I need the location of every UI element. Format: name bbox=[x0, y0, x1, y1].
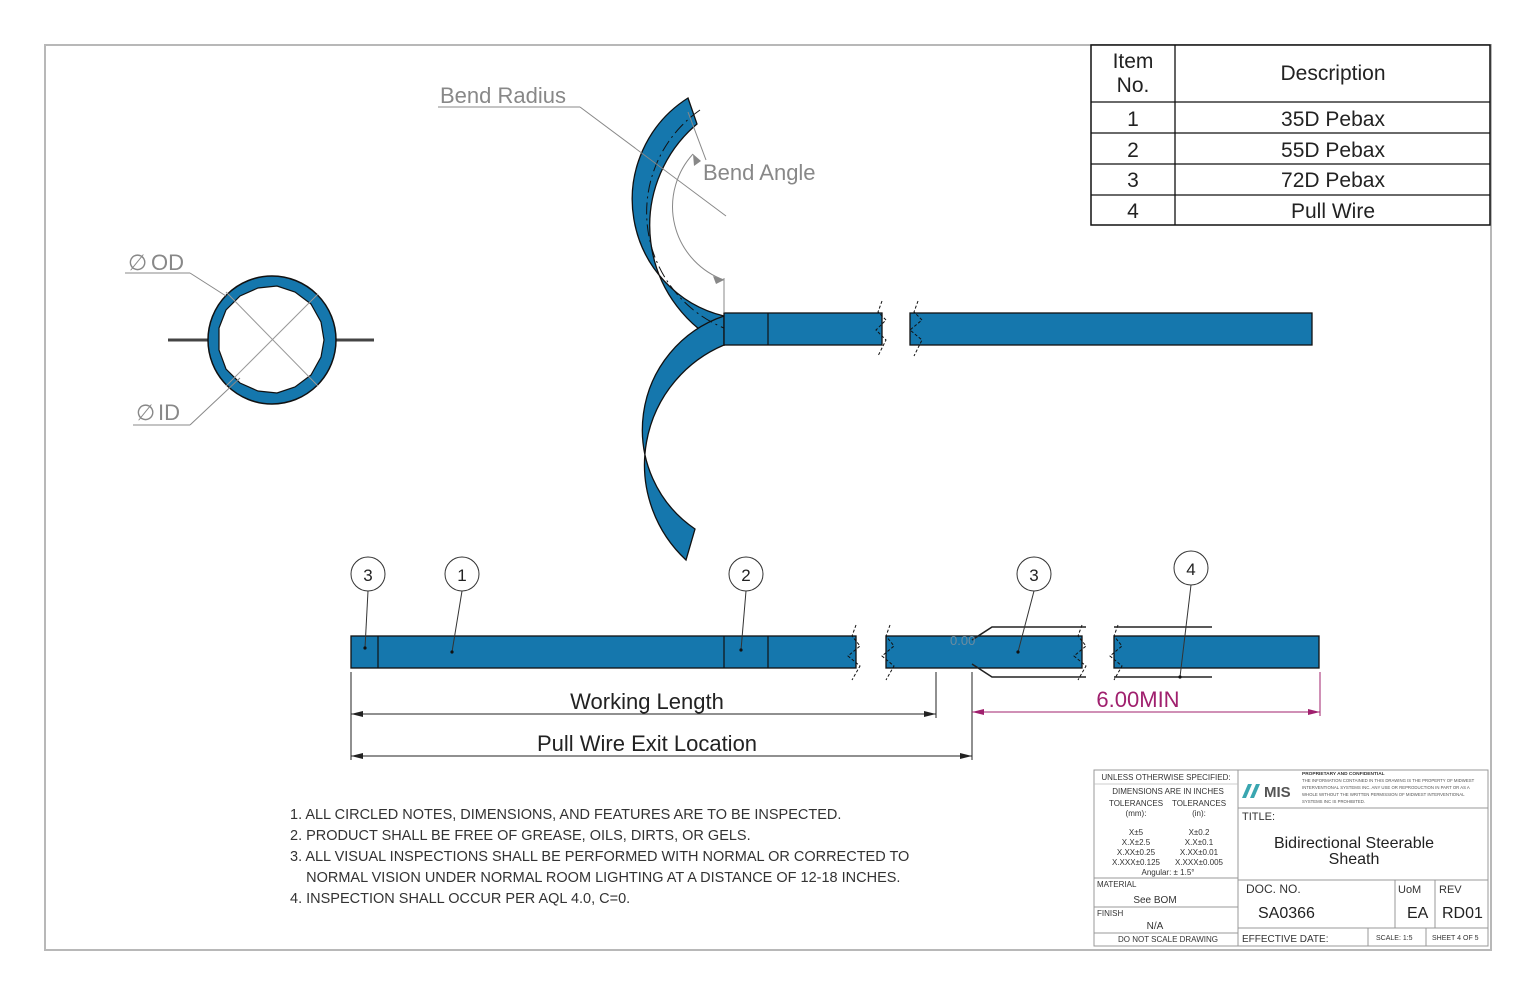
tol-in-value: X.X±0.1 bbox=[1185, 838, 1214, 847]
rev-label: REV bbox=[1439, 884, 1462, 896]
bom-row-no: 1 bbox=[1127, 108, 1139, 131]
do-not-scale: DO NOT SCALE DRAWING bbox=[1118, 935, 1218, 944]
drawing-title-line1: Bidirectional Steerable bbox=[1274, 835, 1434, 852]
doc-no-value: SA0366 bbox=[1258, 905, 1315, 922]
tol-in-value: X.XX±0.01 bbox=[1180, 848, 1219, 857]
angular-tolerance: Angular: ± 1.5° bbox=[1142, 868, 1195, 877]
od-diameter-symbol: ∅ bbox=[128, 250, 147, 275]
od-callout: OD bbox=[151, 250, 184, 275]
bom-row-desc: Pull Wire bbox=[1291, 200, 1375, 223]
material-value: See BOM bbox=[1133, 895, 1176, 906]
bom-table: Item No. Description 1 35D Pebax 2 55D P… bbox=[1090, 44, 1491, 226]
title-label: TITLE: bbox=[1242, 811, 1275, 823]
faint-dimension: 0.00 bbox=[950, 633, 975, 648]
note-line: 2. PRODUCT SHALL BE FREE OF GREASE, OILS… bbox=[290, 828, 751, 844]
svg-text:MIS: MIS bbox=[1264, 784, 1291, 801]
min-length-dimension: 6.00MIN bbox=[1096, 687, 1179, 712]
mis-logo: MIS bbox=[1242, 784, 1291, 801]
tol-in-value: X±0.2 bbox=[1189, 828, 1210, 837]
svg-text:2: 2 bbox=[741, 566, 750, 585]
balloon: 4 bbox=[1173, 550, 1209, 679]
note-line: 1. ALL CIRCLED NOTES, DIMENSIONS, AND FE… bbox=[290, 807, 841, 823]
tol-mm-value: X±5 bbox=[1129, 828, 1144, 837]
working-length-dimension: Working Length bbox=[570, 689, 724, 714]
proprietary-text: INTERVENTIONAL SYSTEMS INC. ANY USE OR R… bbox=[1302, 785, 1470, 790]
balloon: 1 bbox=[444, 556, 480, 654]
bom-header-item-line1: Item bbox=[1113, 50, 1154, 73]
note-line: 4. INSPECTION SHALL OCCUR PER AQL 4.0, C… bbox=[290, 891, 630, 907]
bend-angle-callout: Bend Angle bbox=[703, 160, 816, 185]
doc-no-label: DOC. NO. bbox=[1246, 882, 1301, 896]
uom-value: EA bbox=[1407, 905, 1429, 922]
bom-row-no: 2 bbox=[1127, 139, 1139, 162]
bom-header-description: Description bbox=[1280, 62, 1385, 85]
finish-value: N/A bbox=[1147, 921, 1164, 932]
balloon: 3 bbox=[1016, 556, 1052, 654]
id-diameter-symbol: ∅ bbox=[136, 400, 155, 425]
cross-section-view: ∅ OD ∅ ID bbox=[125, 250, 374, 426]
scale-label: SCALE: 1:5 bbox=[1376, 935, 1413, 942]
bend-view-shaft-left bbox=[723, 312, 883, 346]
proprietary-text: THE INFORMATION CONTAINED IN THIS DRAWIN… bbox=[1302, 778, 1475, 783]
note-line: NORMAL VISION UNDER NORMAL ROOM LIGHTING… bbox=[290, 870, 900, 886]
finish-label: FINISH bbox=[1097, 909, 1123, 918]
bend-view-shaft-right bbox=[909, 312, 1313, 346]
title-block: UNLESS OTHERWISE SPECIFIED: DIMENSIONS A… bbox=[1093, 769, 1489, 947]
note-line: 3. ALL VISUAL INSPECTIONS SHALL BE PERFO… bbox=[290, 849, 909, 865]
bom-row-no: 4 bbox=[1127, 200, 1139, 223]
bom-row-no: 3 bbox=[1127, 169, 1139, 192]
balloon: 3 bbox=[350, 556, 386, 650]
proprietary-text: SYSTEMS INC IS PROHIBITED. bbox=[1302, 799, 1365, 804]
uom-label: UoM bbox=[1398, 884, 1421, 896]
tol-in-value: X.XXX±0.005 bbox=[1175, 858, 1224, 867]
tol-in-unit: (in): bbox=[1192, 809, 1206, 818]
upper-bend-arc bbox=[631, 97, 725, 347]
bom-row-desc: 55D Pebax bbox=[1281, 139, 1385, 162]
sheet-label: SHEET 4 OF 5 bbox=[1432, 935, 1479, 942]
bom-header-item-line2: No. bbox=[1117, 74, 1150, 97]
bom-row-desc: 72D Pebax bbox=[1281, 169, 1385, 192]
id-callout: ID bbox=[158, 400, 180, 425]
balloon: 2 bbox=[728, 556, 764, 652]
unless-specified: UNLESS OTHERWISE SPECIFIED: bbox=[1101, 773, 1230, 782]
general-notes: 1. ALL CIRCLED NOTES, DIMENSIONS, AND FE… bbox=[290, 807, 909, 907]
svg-text:1: 1 bbox=[457, 566, 466, 585]
proprietary-text: WHOLE WITHOUT THE WRITTEN PERMISSION OF … bbox=[1302, 792, 1465, 797]
tol-mm-unit: (mm): bbox=[1126, 809, 1147, 818]
side-view-shaft-left bbox=[350, 635, 857, 669]
bend-view: Bend Radius Bend Angle bbox=[438, 83, 1313, 562]
bend-radius-callout: Bend Radius bbox=[440, 83, 566, 108]
tol-mm-value: X.XXX±0.125 bbox=[1112, 858, 1161, 867]
svg-text:3: 3 bbox=[1029, 566, 1038, 585]
tol-in-header: TOLERANCES bbox=[1172, 799, 1226, 808]
logo-mark-icon bbox=[1242, 784, 1252, 798]
effective-date-label: EFFECTIVE DATE: bbox=[1242, 934, 1329, 945]
side-view-shaft-middle bbox=[885, 635, 1083, 669]
lower-bend-arc bbox=[641, 315, 725, 562]
rev-value: RD01 bbox=[1442, 905, 1483, 922]
material-label: MATERIAL bbox=[1097, 880, 1137, 889]
svg-text:3: 3 bbox=[363, 566, 372, 585]
tol-mm-value: X.XX±0.25 bbox=[1117, 848, 1156, 857]
side-view: 0.00 3 1 2 3 4 bbox=[350, 550, 1321, 760]
proprietary-title: PROPRIETARY AND CONFIDENTIAL bbox=[1302, 771, 1385, 777]
side-view-shaft-right bbox=[1113, 635, 1320, 669]
sheet-border bbox=[44, 44, 1492, 951]
drawing-title-line2: Sheath bbox=[1329, 851, 1380, 868]
tol-mm-header: TOLERANCES bbox=[1109, 799, 1163, 808]
svg-text:4: 4 bbox=[1186, 560, 1195, 579]
bom-row-desc: 35D Pebax bbox=[1281, 108, 1385, 131]
tol-mm-value: X.X±2.5 bbox=[1122, 838, 1151, 847]
pull-wire-exit-dimension: Pull Wire Exit Location bbox=[537, 731, 757, 756]
dims-in-inches: DIMENSIONS ARE IN INCHES bbox=[1112, 787, 1224, 796]
